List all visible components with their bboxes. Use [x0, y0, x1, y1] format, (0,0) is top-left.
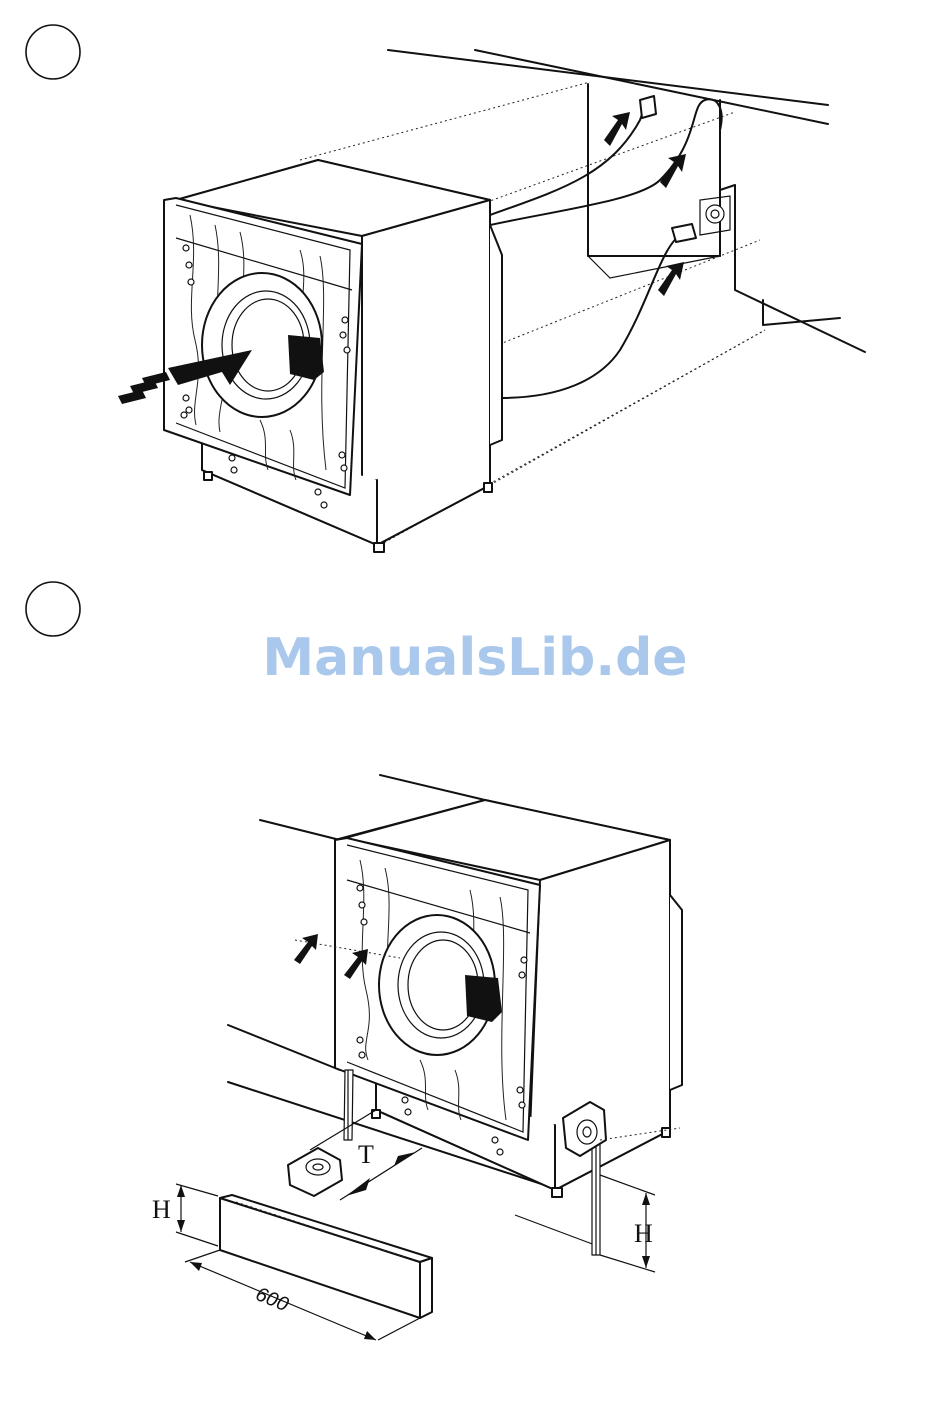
step-1-illustration: [26, 25, 865, 552]
height-label-right: H: [634, 1219, 653, 1248]
callout-arrow-icon: [604, 112, 686, 296]
height-label-left: H: [152, 1195, 171, 1224]
watermark: ManualsLib.de: [262, 628, 687, 688]
plinth-width-label: 600: [252, 1283, 291, 1316]
step-marker-1: [26, 25, 80, 79]
depth-label: T: [358, 1140, 374, 1169]
step-marker-2: [26, 582, 80, 636]
step-2-illustration: T H H 600: [26, 582, 682, 1340]
